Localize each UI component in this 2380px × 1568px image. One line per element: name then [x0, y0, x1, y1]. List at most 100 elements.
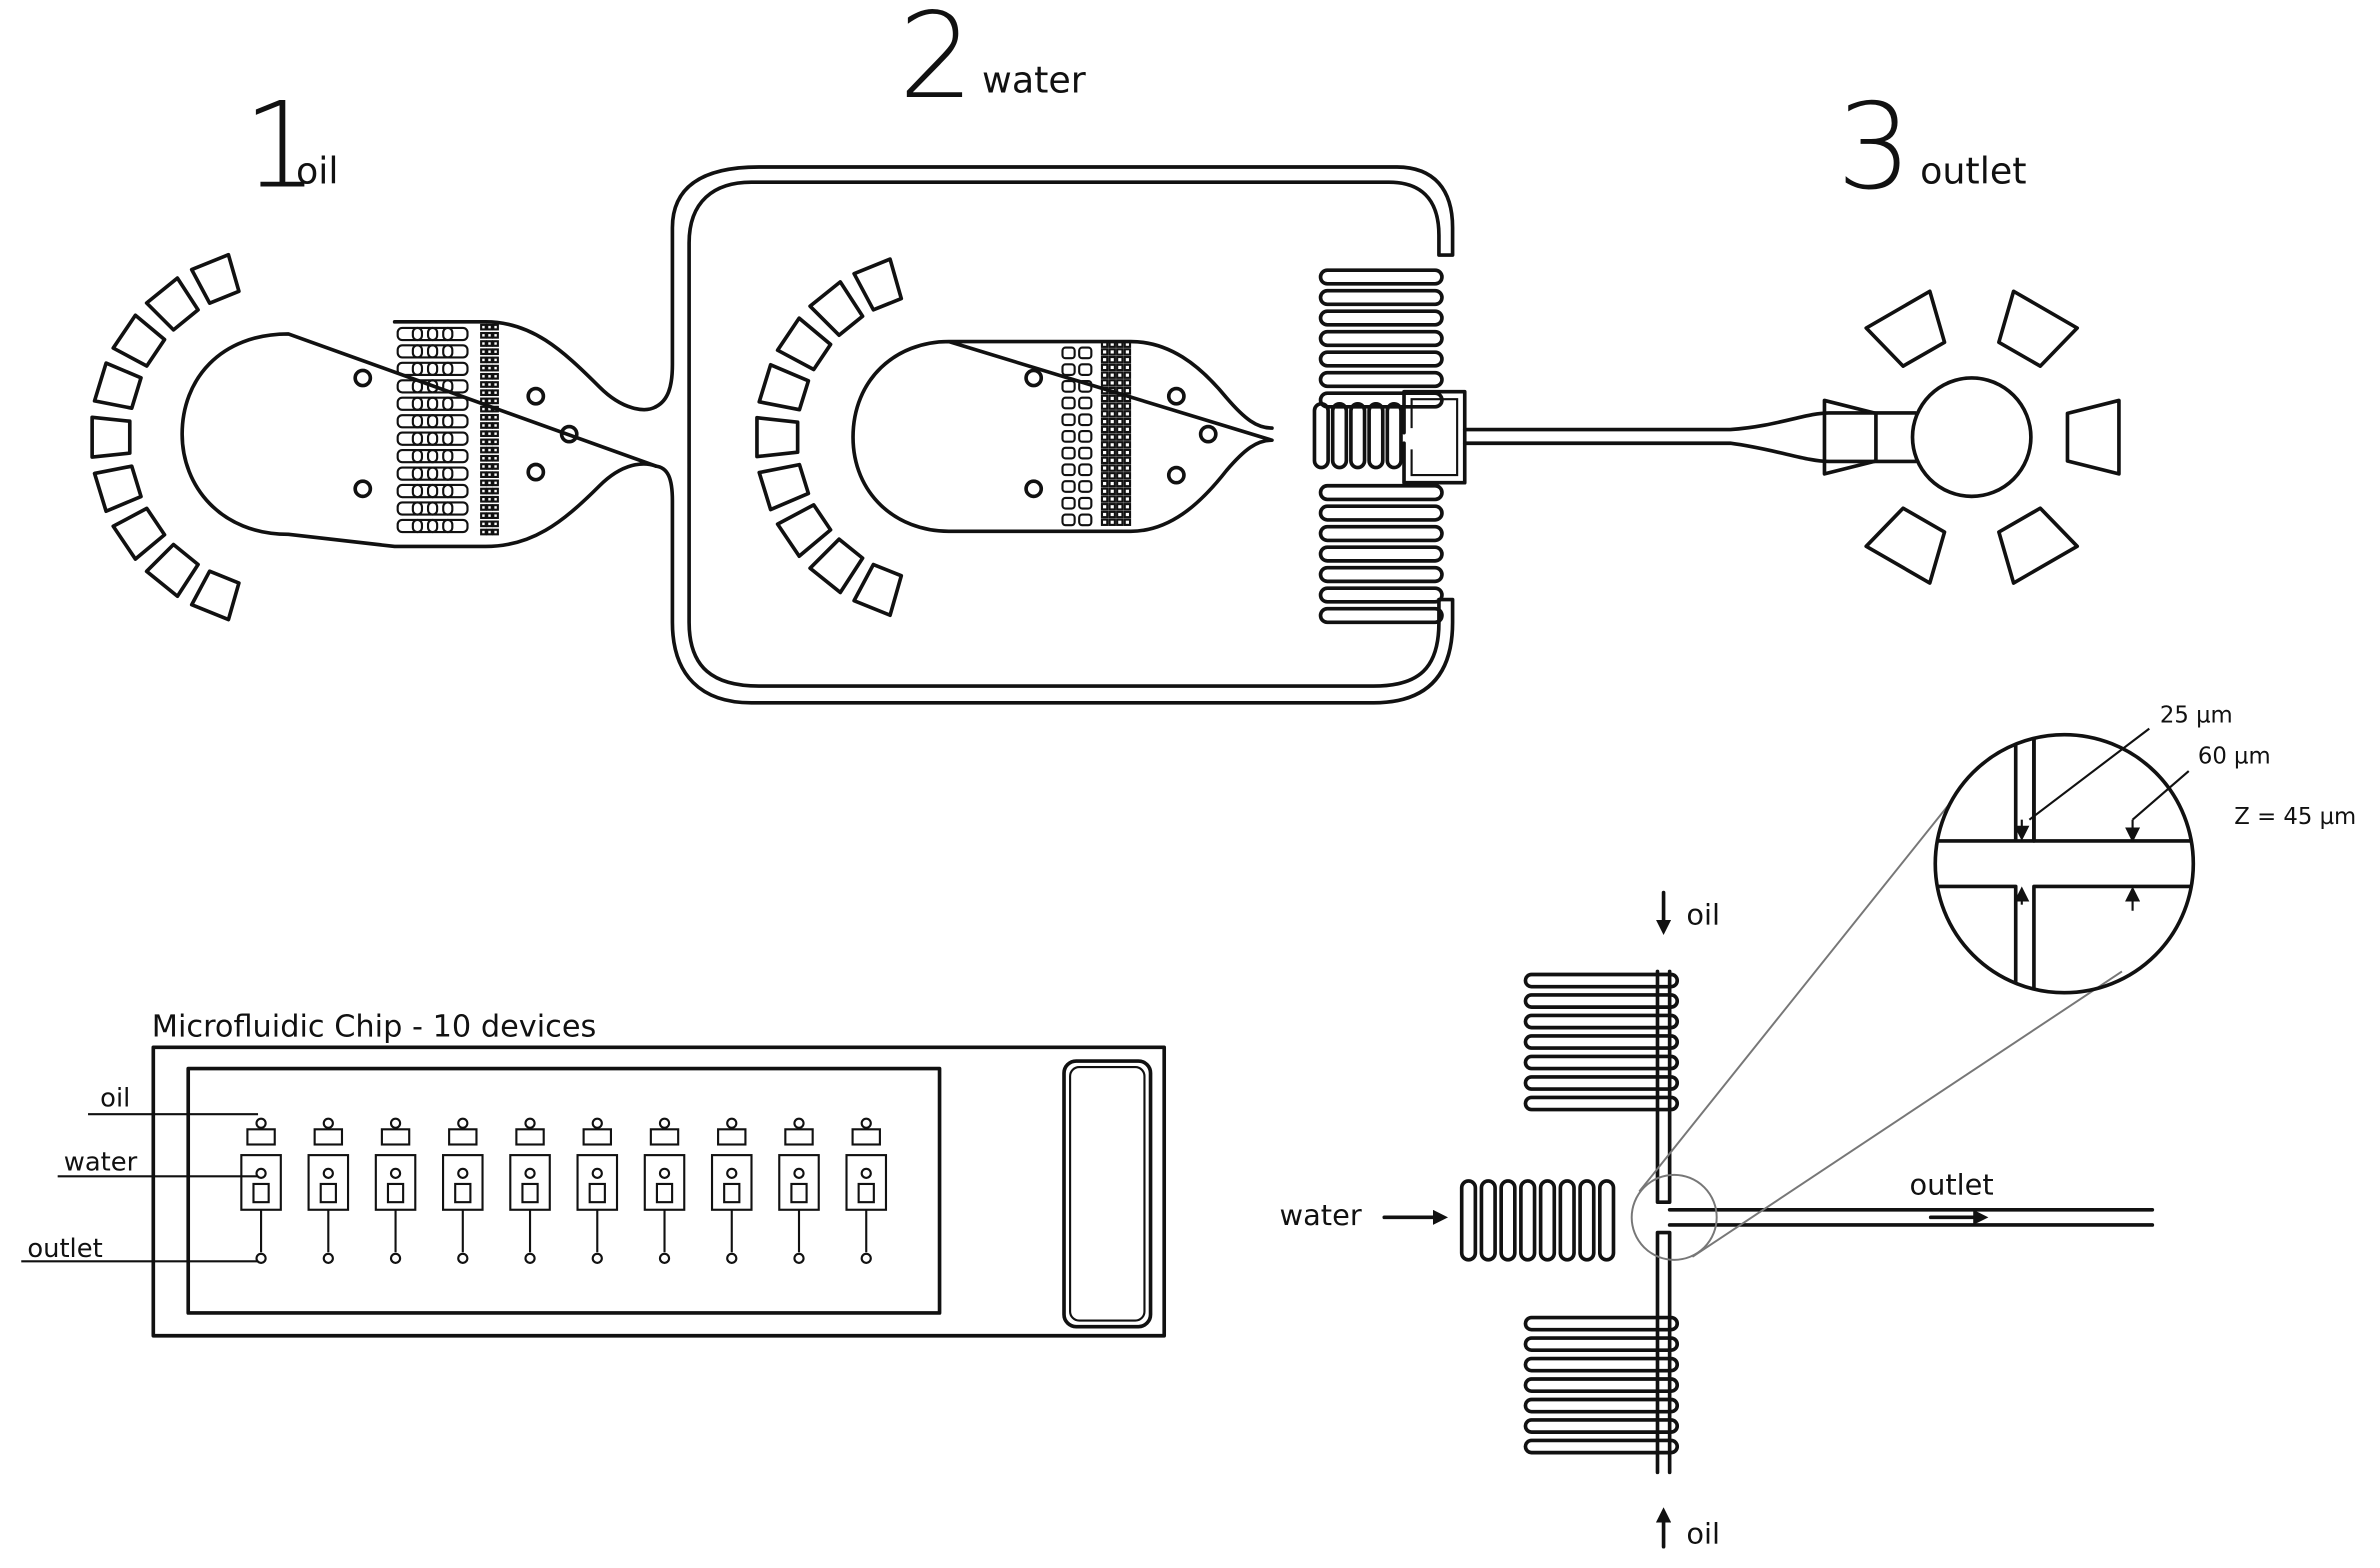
filter-post	[1108, 355, 1116, 364]
support-pad	[189, 569, 241, 622]
dimension-inlet-width: 25 µm	[2160, 703, 2233, 729]
filter-pillar	[1061, 396, 1076, 410]
filter-post	[480, 495, 487, 503]
water-meander-loop	[1312, 401, 1330, 470]
chip-device	[710, 1117, 753, 1264]
filter-post	[492, 454, 499, 462]
junction-bottom-serpentine-loop	[1523, 1336, 1680, 1352]
bottom-serpentine-loop	[1318, 606, 1444, 625]
filter-pillar	[411, 379, 439, 394]
filter-post	[1123, 355, 1132, 364]
junction-bottom-serpentine-loop	[1523, 1418, 1680, 1434]
chip-slide	[151, 1045, 1167, 1338]
water-filter-pillars	[1061, 340, 1132, 527]
inlet-3-label: 3 outlet	[1837, 78, 2027, 216]
filter-post	[1100, 441, 1109, 449]
filter-post	[1123, 433, 1132, 441]
bottom-serpentine-loop	[1318, 565, 1444, 584]
filter-post	[1116, 479, 1124, 488]
filter-post	[1116, 518, 1124, 526]
chip-device-outlet-port	[322, 1252, 334, 1264]
filter-post	[1108, 371, 1116, 379]
filter-post	[480, 372, 487, 380]
filter-post	[492, 340, 499, 347]
support-pad	[755, 415, 800, 459]
filter-post	[1123, 448, 1132, 457]
junction-outlet-label: outlet	[1909, 1168, 1993, 1202]
filter-pillar	[426, 449, 454, 464]
chip-device-water-port	[322, 1167, 334, 1179]
filter-pillar	[426, 466, 454, 481]
filter-pillar	[442, 483, 469, 499]
water-serpentine	[1312, 401, 1403, 470]
chip-device-area	[186, 1066, 942, 1315]
filter-pillar	[442, 518, 469, 534]
chip-overview: Microfluidic Chip - 10 devices oil water…	[21, 1010, 1167, 1338]
chip-device-oil-port	[658, 1117, 671, 1129]
chip-device-junction	[790, 1182, 808, 1204]
filter-post	[1108, 495, 1116, 503]
filter-pillar	[411, 414, 439, 429]
filter-post	[480, 364, 487, 372]
support-pad	[144, 542, 200, 599]
filter-post	[1100, 417, 1109, 426]
filter-pillar	[1078, 396, 1093, 410]
filter-pillar	[1061, 446, 1076, 460]
filter-post	[480, 430, 487, 438]
junction-detail: 25 µm 60 µm Z = 45 µm oil oil water outl…	[1280, 703, 2357, 1551]
outlet-support-pads	[1822, 289, 2121, 585]
support-pad	[757, 462, 811, 512]
filter-post	[492, 446, 499, 454]
filter-post	[1123, 410, 1132, 418]
filter-pillar	[396, 414, 424, 429]
chip-device	[509, 1117, 551, 1264]
chip-device-array	[240, 1117, 888, 1264]
chip-device	[307, 1117, 350, 1264]
filter-post	[486, 487, 493, 495]
filter-post	[1116, 464, 1124, 472]
chip-device-oil-filter	[717, 1128, 747, 1146]
filter-post	[1108, 487, 1116, 495]
chip-device	[576, 1117, 619, 1264]
filter-post	[1100, 510, 1109, 519]
junction-top-serpentine-loop	[1523, 1095, 1680, 1112]
filter-post	[486, 372, 493, 380]
filter-post	[492, 487, 499, 495]
chip-device-oil-port	[457, 1117, 469, 1129]
filter-post	[1100, 479, 1109, 488]
filter-post	[486, 495, 493, 503]
junction-oil-bottom-label: oil	[1686, 1517, 1720, 1551]
filter-post	[1108, 394, 1116, 403]
support-pad	[1997, 289, 2080, 368]
chip-device-outlet-port	[524, 1252, 536, 1264]
filter-post	[492, 495, 499, 503]
filter-pillar	[1061, 463, 1076, 477]
support-pad	[852, 562, 904, 618]
filter-pillar	[1078, 513, 1093, 527]
filter-post	[492, 372, 499, 380]
support-pad	[1864, 289, 1947, 368]
filter-post	[1100, 472, 1109, 480]
filter-post	[480, 438, 487, 446]
filter-pillar	[1061, 496, 1076, 510]
filter-pillar	[411, 431, 439, 446]
filter-post	[486, 397, 493, 405]
inlet-3-text: outlet	[1920, 150, 2026, 193]
filter-post	[492, 389, 499, 397]
filter-pillar	[1061, 363, 1076, 376]
junction-water-meander-loop	[1538, 1179, 1557, 1262]
filter-post	[1108, 363, 1116, 372]
filter-pillar	[1078, 413, 1093, 427]
filter-pillar	[426, 414, 454, 429]
device-layout: 1 oil 2 water 3 outlet	[90, 0, 2121, 705]
filter-post	[1116, 510, 1124, 519]
bottom-serpentine-loop	[1318, 586, 1444, 604]
inlet-1-text: oil	[296, 150, 339, 193]
filter-post	[486, 331, 493, 339]
junction-water-label: water	[1280, 1198, 1362, 1232]
dimension-depth: Z = 45 µm	[2234, 804, 2356, 830]
junction-water-meander-loop	[1459, 1179, 1478, 1262]
filter-post	[1100, 371, 1109, 379]
top-serpentine-loop	[1318, 350, 1444, 368]
oil-serpentine-bottom	[1318, 483, 1444, 625]
